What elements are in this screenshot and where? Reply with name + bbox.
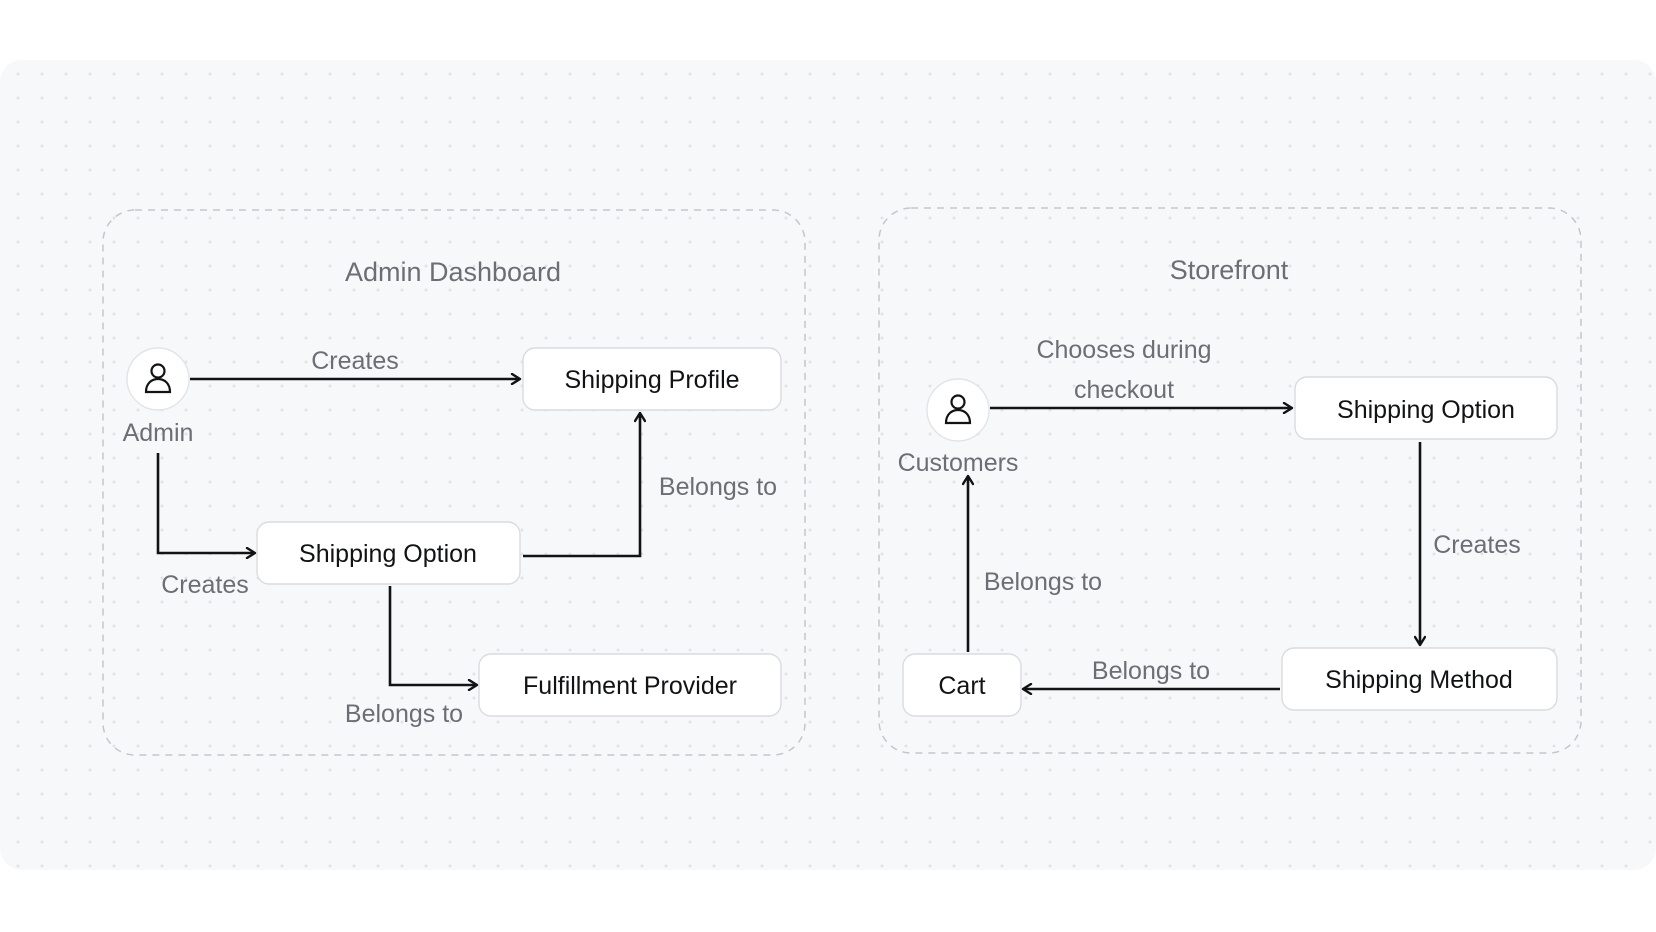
- edge-label-option-creates-method: Creates: [1433, 531, 1521, 559]
- user-icon: [944, 394, 972, 425]
- node-shipping-option-admin: Shipping Option: [256, 521, 521, 585]
- admin-dashboard-title: Admin Dashboard: [345, 257, 561, 287]
- edge-label-cart-belongs-customer: Belongs to: [984, 568, 1102, 596]
- node-label-cart: Cart: [938, 672, 985, 700]
- storefront-title: Storefront: [1170, 255, 1289, 285]
- edge-label-chooses-line1: Chooses during: [1036, 336, 1211, 364]
- node-shipping-option-storefront: Shipping Option: [1294, 376, 1558, 440]
- edge-label-admin-creates-profile: Creates: [311, 347, 399, 375]
- edge-label-option-belongs-profile: Belongs to: [659, 473, 777, 501]
- node-shipping-profile: Shipping Profile: [522, 347, 782, 411]
- edge-option-belongs-profile: [523, 413, 640, 558]
- storefront-boundary: [878, 207, 1582, 754]
- admin-actor: Admin: [123, 347, 194, 447]
- node-label-shipping-option-admin: Shipping Option: [299, 540, 477, 568]
- edge-label-chooses-line2: checkout: [1074, 376, 1174, 404]
- edge-label-admin-creates-option: Creates: [161, 571, 249, 599]
- node-label-shipping-option-storefront: Shipping Option: [1337, 396, 1515, 424]
- edge-option-belongs-provider: [388, 586, 477, 685]
- node-label-shipping-method: Shipping Method: [1325, 666, 1513, 694]
- storefront-group: Storefront Chooses during checkout Creat…: [878, 207, 1582, 754]
- node-cart: Cart: [902, 653, 1022, 717]
- node-label-fulfillment-provider: Fulfillment Provider: [523, 672, 737, 700]
- customers-actor: Customers: [898, 378, 1019, 477]
- admin-dashboard-boundary: [102, 209, 806, 756]
- node-label-shipping-profile: Shipping Profile: [564, 366, 739, 394]
- customers-label: Customers: [898, 449, 1019, 477]
- edge-admin-creates-option: [156, 453, 255, 553]
- canvas-background: [0, 60, 1656, 870]
- edge-label-option-belongs-provider: Belongs to: [345, 700, 463, 728]
- node-fulfillment-provider: Fulfillment Provider: [478, 653, 782, 717]
- edge-label-method-belongs-cart: Belongs to: [1092, 657, 1210, 685]
- user-icon: [144, 363, 172, 394]
- admin-label: Admin: [123, 419, 194, 447]
- node-shipping-method: Shipping Method: [1281, 647, 1558, 711]
- admin-dashboard-group: Admin Dashboard Creates Creates Belongs …: [102, 209, 806, 756]
